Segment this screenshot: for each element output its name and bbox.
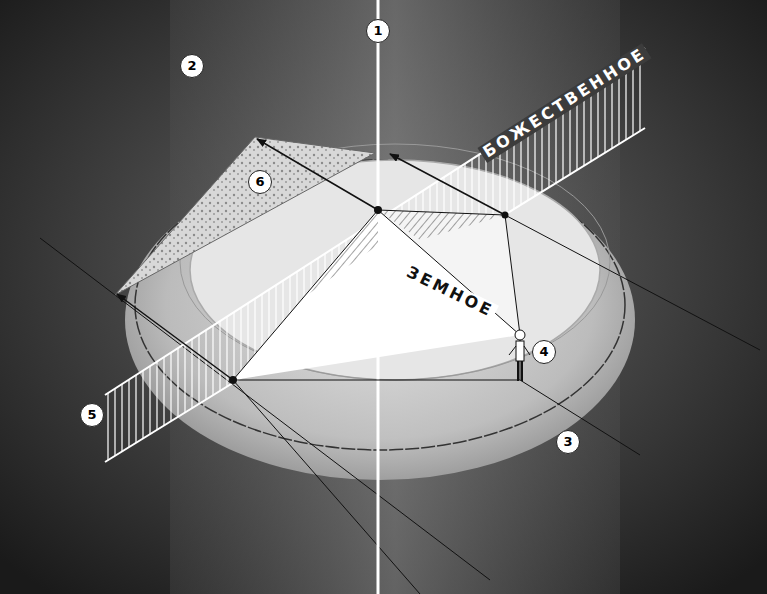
person-figure — [509, 330, 530, 381]
callout-number: 2 — [180, 54, 204, 78]
callout-number: 5 — [80, 403, 104, 427]
callout-number: 1 — [366, 19, 390, 43]
callout-number: 3 — [556, 430, 580, 454]
callout-number: 4 — [532, 340, 556, 364]
callout-number: 6 — [248, 170, 272, 194]
